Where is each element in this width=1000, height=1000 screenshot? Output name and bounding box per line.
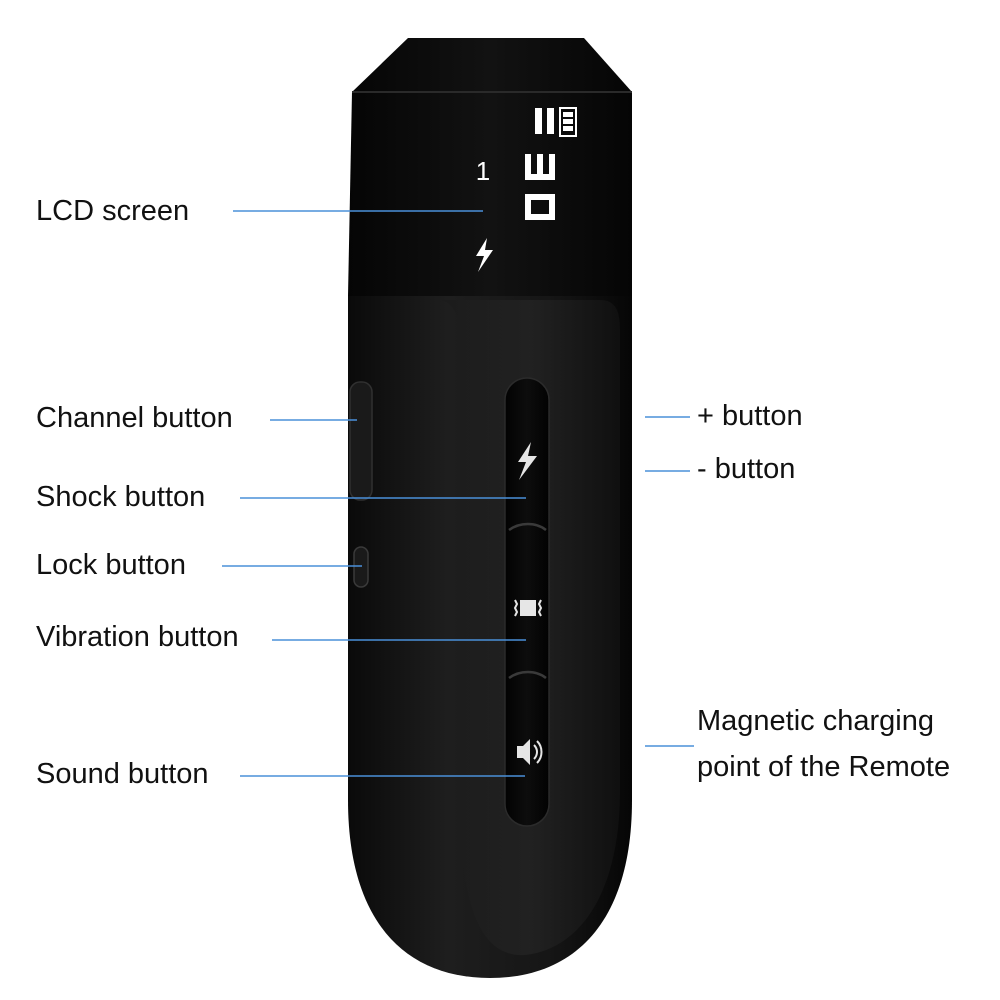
label-plus-button: + button <box>697 400 803 432</box>
label-channel-button: Channel button <box>36 402 233 434</box>
leader-lines <box>222 210 694 777</box>
sound-button[interactable] <box>517 739 543 765</box>
lcd-segment <box>525 154 531 180</box>
label-lcd-screen: LCD screen <box>36 195 190 227</box>
channel-side-button[interactable] <box>349 381 373 501</box>
label-shock-button: Shock button <box>36 481 206 513</box>
lcd-segment <box>549 154 555 180</box>
button-divider <box>508 522 547 532</box>
lcd-level-digits <box>525 154 555 220</box>
lcd-segment <box>525 174 543 180</box>
label-minus-button: - button <box>697 453 796 485</box>
lcd-segment <box>525 194 531 220</box>
lcd-segment <box>537 174 555 180</box>
lcd-segment <box>525 194 555 200</box>
vibration-button[interactable] <box>513 599 543 617</box>
lcd-lightning-icon <box>476 238 493 272</box>
speaker-icon <box>517 739 543 765</box>
lock-side-button[interactable] <box>353 546 369 588</box>
label-vibration-button: Vibration button <box>36 621 239 653</box>
label-sound-button: Sound button <box>36 758 209 790</box>
lcd-segment <box>549 194 555 220</box>
battery-icon <box>535 107 577 137</box>
lcd-segment <box>537 154 543 180</box>
button-divider <box>508 670 547 680</box>
lcd-segment <box>537 214 555 220</box>
lcd-channel-number: 1 <box>476 156 490 186</box>
vibration-icon <box>513 599 543 617</box>
lightning-icon <box>518 442 537 480</box>
label-lock-button: Lock button <box>36 549 186 581</box>
plus-button[interactable] <box>518 442 537 480</box>
remote-head <box>348 38 632 296</box>
label-magnetic-charging: Magnetic charging point of the Remote <box>697 705 951 783</box>
lcd-segment <box>525 214 543 220</box>
